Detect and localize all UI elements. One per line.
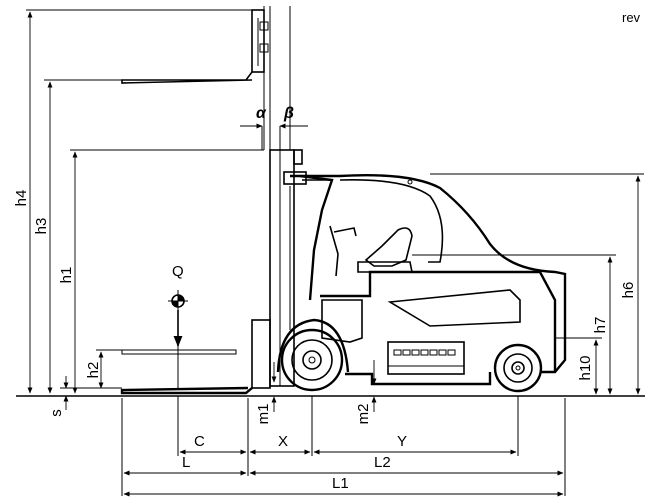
dim-h2: h2	[85, 362, 102, 379]
dim-h7: h7	[592, 317, 609, 334]
mast-upright	[269, 149, 295, 387]
dim-h10: h10	[577, 355, 594, 380]
dim-m1: m1	[255, 404, 272, 425]
dim-C: C	[194, 433, 205, 450]
dim-L1: L1	[332, 475, 349, 492]
operator-seat	[364, 227, 413, 267]
dim-h1: h1	[58, 267, 75, 284]
dim-h3: h3	[33, 218, 50, 235]
lowered-fork	[120, 386, 253, 395]
battery-panel	[387, 341, 465, 375]
horizontal-dimensions: C X Y L L2 L1	[121, 396, 566, 497]
dim-h6: h6	[620, 282, 637, 299]
load-centre: Q	[168, 263, 188, 388]
corner-label: rev	[622, 10, 641, 25]
beta-label: β	[283, 105, 294, 122]
mast	[120, 6, 303, 395]
dim-m2: m2	[355, 404, 372, 425]
dim-L2: L2	[374, 454, 391, 471]
dim-Y: Y	[397, 433, 407, 450]
rear-wheel	[493, 343, 543, 393]
dim-X: X	[278, 433, 288, 450]
mid-fork	[121, 349, 237, 355]
cab-front-post	[299, 174, 334, 301]
side-vent	[387, 289, 521, 327]
alpha-label: α	[256, 105, 267, 122]
dim-h4: h4	[13, 190, 30, 207]
battery-cells	[393, 349, 456, 356]
tilt-angles: α β	[240, 105, 308, 129]
raised-fork	[121, 71, 253, 84]
overhead-guard	[290, 174, 567, 374]
fork-carriage	[251, 319, 271, 389]
dim-L: L	[182, 454, 190, 471]
front-wheel	[280, 328, 344, 392]
chassis-top	[320, 270, 557, 372]
right-vertical-dimensions: h6 h7 h10	[412, 173, 644, 395]
left-vertical-dimensions: h4 h3 h1 h2 s m1 m2	[13, 9, 377, 425]
load-label: Q	[172, 263, 184, 280]
dim-s: s	[48, 409, 65, 417]
truck-body	[276, 171, 567, 386]
